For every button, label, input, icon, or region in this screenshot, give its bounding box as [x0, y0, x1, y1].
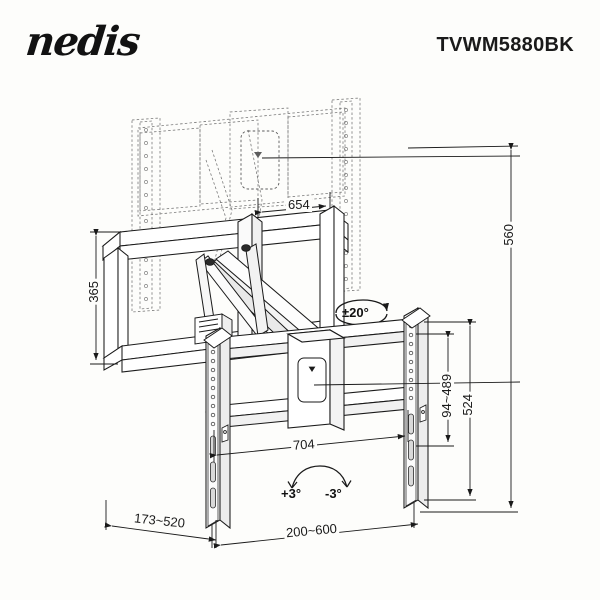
dimension-label-94-489: 94~489	[439, 371, 455, 420]
dimension-label-704: 704	[290, 436, 318, 453]
vesa-plate-callout-lower	[297, 357, 521, 403]
dimension-label-654: 654	[286, 197, 312, 212]
rail-adjustment-slots	[210, 413, 414, 509]
dimension-560	[407, 142, 519, 513]
scissor-arm-links	[195, 243, 325, 349]
tv-plate-callout-upper	[240, 130, 521, 190]
swivel-angle-label: ±20°	[342, 305, 369, 320]
tilt-angle-positive-label: +3°	[281, 486, 302, 501]
dimension-label-560: 560	[501, 221, 517, 248]
tilt-angle-arrow	[287, 465, 352, 489]
rail-top-caps	[203, 307, 431, 349]
tilt-angle-negative-label: -3°	[325, 486, 342, 501]
model-number: TVWM5880BK	[436, 34, 574, 56]
dimension-label-365: 365	[86, 278, 102, 305]
dimension-173-520	[104, 500, 217, 548]
dimension-label-524: 524	[460, 391, 476, 418]
vesa-center-plate	[286, 329, 346, 431]
